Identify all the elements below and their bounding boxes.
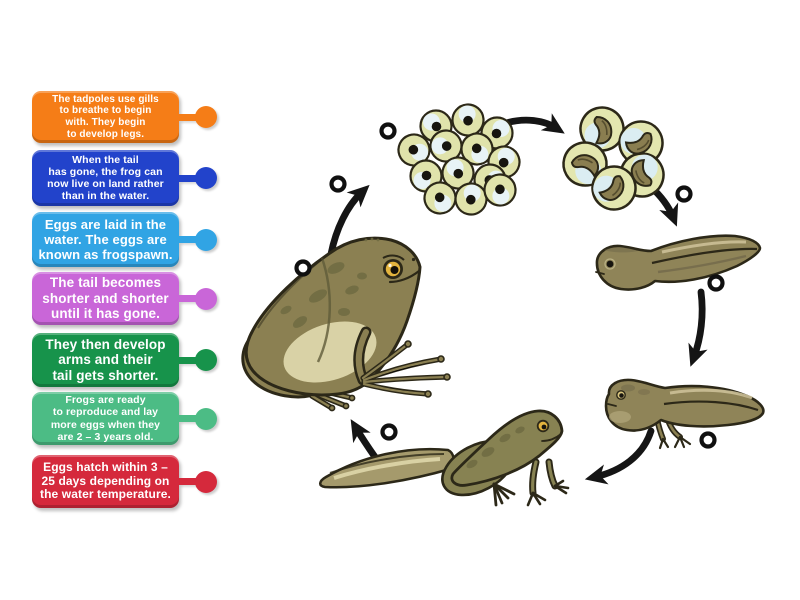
label-connector-dot[interactable] (195, 228, 217, 251)
label-text-box[interactable]: When the tail has gone, the frog can now… (32, 150, 179, 206)
label-connector-stem (179, 478, 200, 485)
label-text: When the tail has gone, the frog can now… (47, 153, 164, 203)
adult-frog-illustration (241, 236, 451, 412)
label-text: The tail becomes shorter and shorter unt… (42, 275, 169, 322)
label-text-box[interactable]: Frogs are ready to reproduce and lay mor… (32, 392, 179, 445)
answer-spot-frogspawn[interactable] (379, 122, 397, 140)
label-connector-stem (179, 415, 200, 422)
answer-spot-reproduce[interactable] (329, 175, 347, 193)
label-card-tail-becomes-shorter[interactable]: The tail becomes shorter and shorter unt… (32, 272, 217, 325)
label-connector-dot[interactable] (195, 106, 217, 128)
arrow-tadpole-to-tadpole-with-legs (688, 288, 708, 367)
label-text-box[interactable]: The tadpoles use gills to breathe to beg… (32, 91, 179, 143)
label-connector-dot[interactable] (195, 287, 217, 310)
label-card-develop-arms[interactable]: They then develop arms and their tail ge… (32, 333, 217, 387)
label-text: Frogs are ready to reproduce and lay mor… (50, 394, 161, 443)
label-card-eggs-hatch-3-25-days[interactable]: Eggs hatch within 3 – 25 days depending … (32, 455, 217, 508)
label-text-box[interactable]: Eggs hatch within 3 – 25 days depending … (32, 455, 179, 508)
label-card-ready-to-reproduce[interactable]: Frogs are ready to reproduce and lay mor… (32, 392, 217, 445)
label-text: They then develop arms and their tail ge… (45, 336, 166, 383)
tadpole-illustration (595, 234, 762, 291)
label-text: The tadpoles use gills to breathe to beg… (52, 93, 159, 140)
answer-spot-froglet[interactable] (380, 423, 398, 441)
hatching-eggs-illustration (557, 101, 673, 220)
arrow-froglet-to-frog (350, 419, 379, 461)
answer-spot-tadpole[interactable] (707, 274, 725, 292)
label-connector-dot[interactable] (195, 407, 217, 430)
label-card-tail-gone-live-on-land[interactable]: When the tail has gone, the frog can now… (32, 150, 217, 206)
label-connector-stem (179, 174, 200, 182)
answer-spot-adult-frog[interactable] (294, 259, 312, 277)
label-text: Eggs hatch within 3 – 25 days depending … (40, 459, 171, 502)
label-connector-dot[interactable] (195, 167, 217, 189)
answer-spot-tadpole-with-legs[interactable] (699, 431, 717, 449)
label-text-box[interactable]: Eggs are laid in the water. The eggs are… (32, 212, 179, 267)
label-card-tadpoles-use-gills[interactable]: The tadpoles use gills to breathe to beg… (32, 91, 217, 143)
froglet-illustration (319, 409, 570, 507)
label-card-eggs-laid-frogspawn[interactable]: Eggs are laid in the water. The eggs are… (32, 212, 217, 267)
label-connector-stem (179, 236, 200, 243)
answer-spot-hatching-eggs[interactable] (675, 185, 693, 203)
label-connector-stem (179, 356, 200, 364)
label-connector-dot[interactable] (195, 349, 217, 371)
frogspawn-illustration (393, 97, 525, 222)
arrow-tadpole-with-legs-to-froglet (584, 427, 655, 485)
label-connector-stem (179, 113, 200, 121)
arrow-frog-to-frogspawn (327, 184, 370, 258)
tadpole-with-legs-illustration (604, 378, 765, 450)
label-text-box[interactable]: The tail becomes shorter and shorter unt… (32, 272, 179, 325)
label-connector-dot[interactable] (195, 470, 217, 493)
label-text-box[interactable]: They then develop arms and their tail ge… (32, 333, 179, 387)
label-text: Eggs are laid in the water. The eggs are… (38, 216, 173, 263)
label-connector-stem (179, 295, 200, 302)
